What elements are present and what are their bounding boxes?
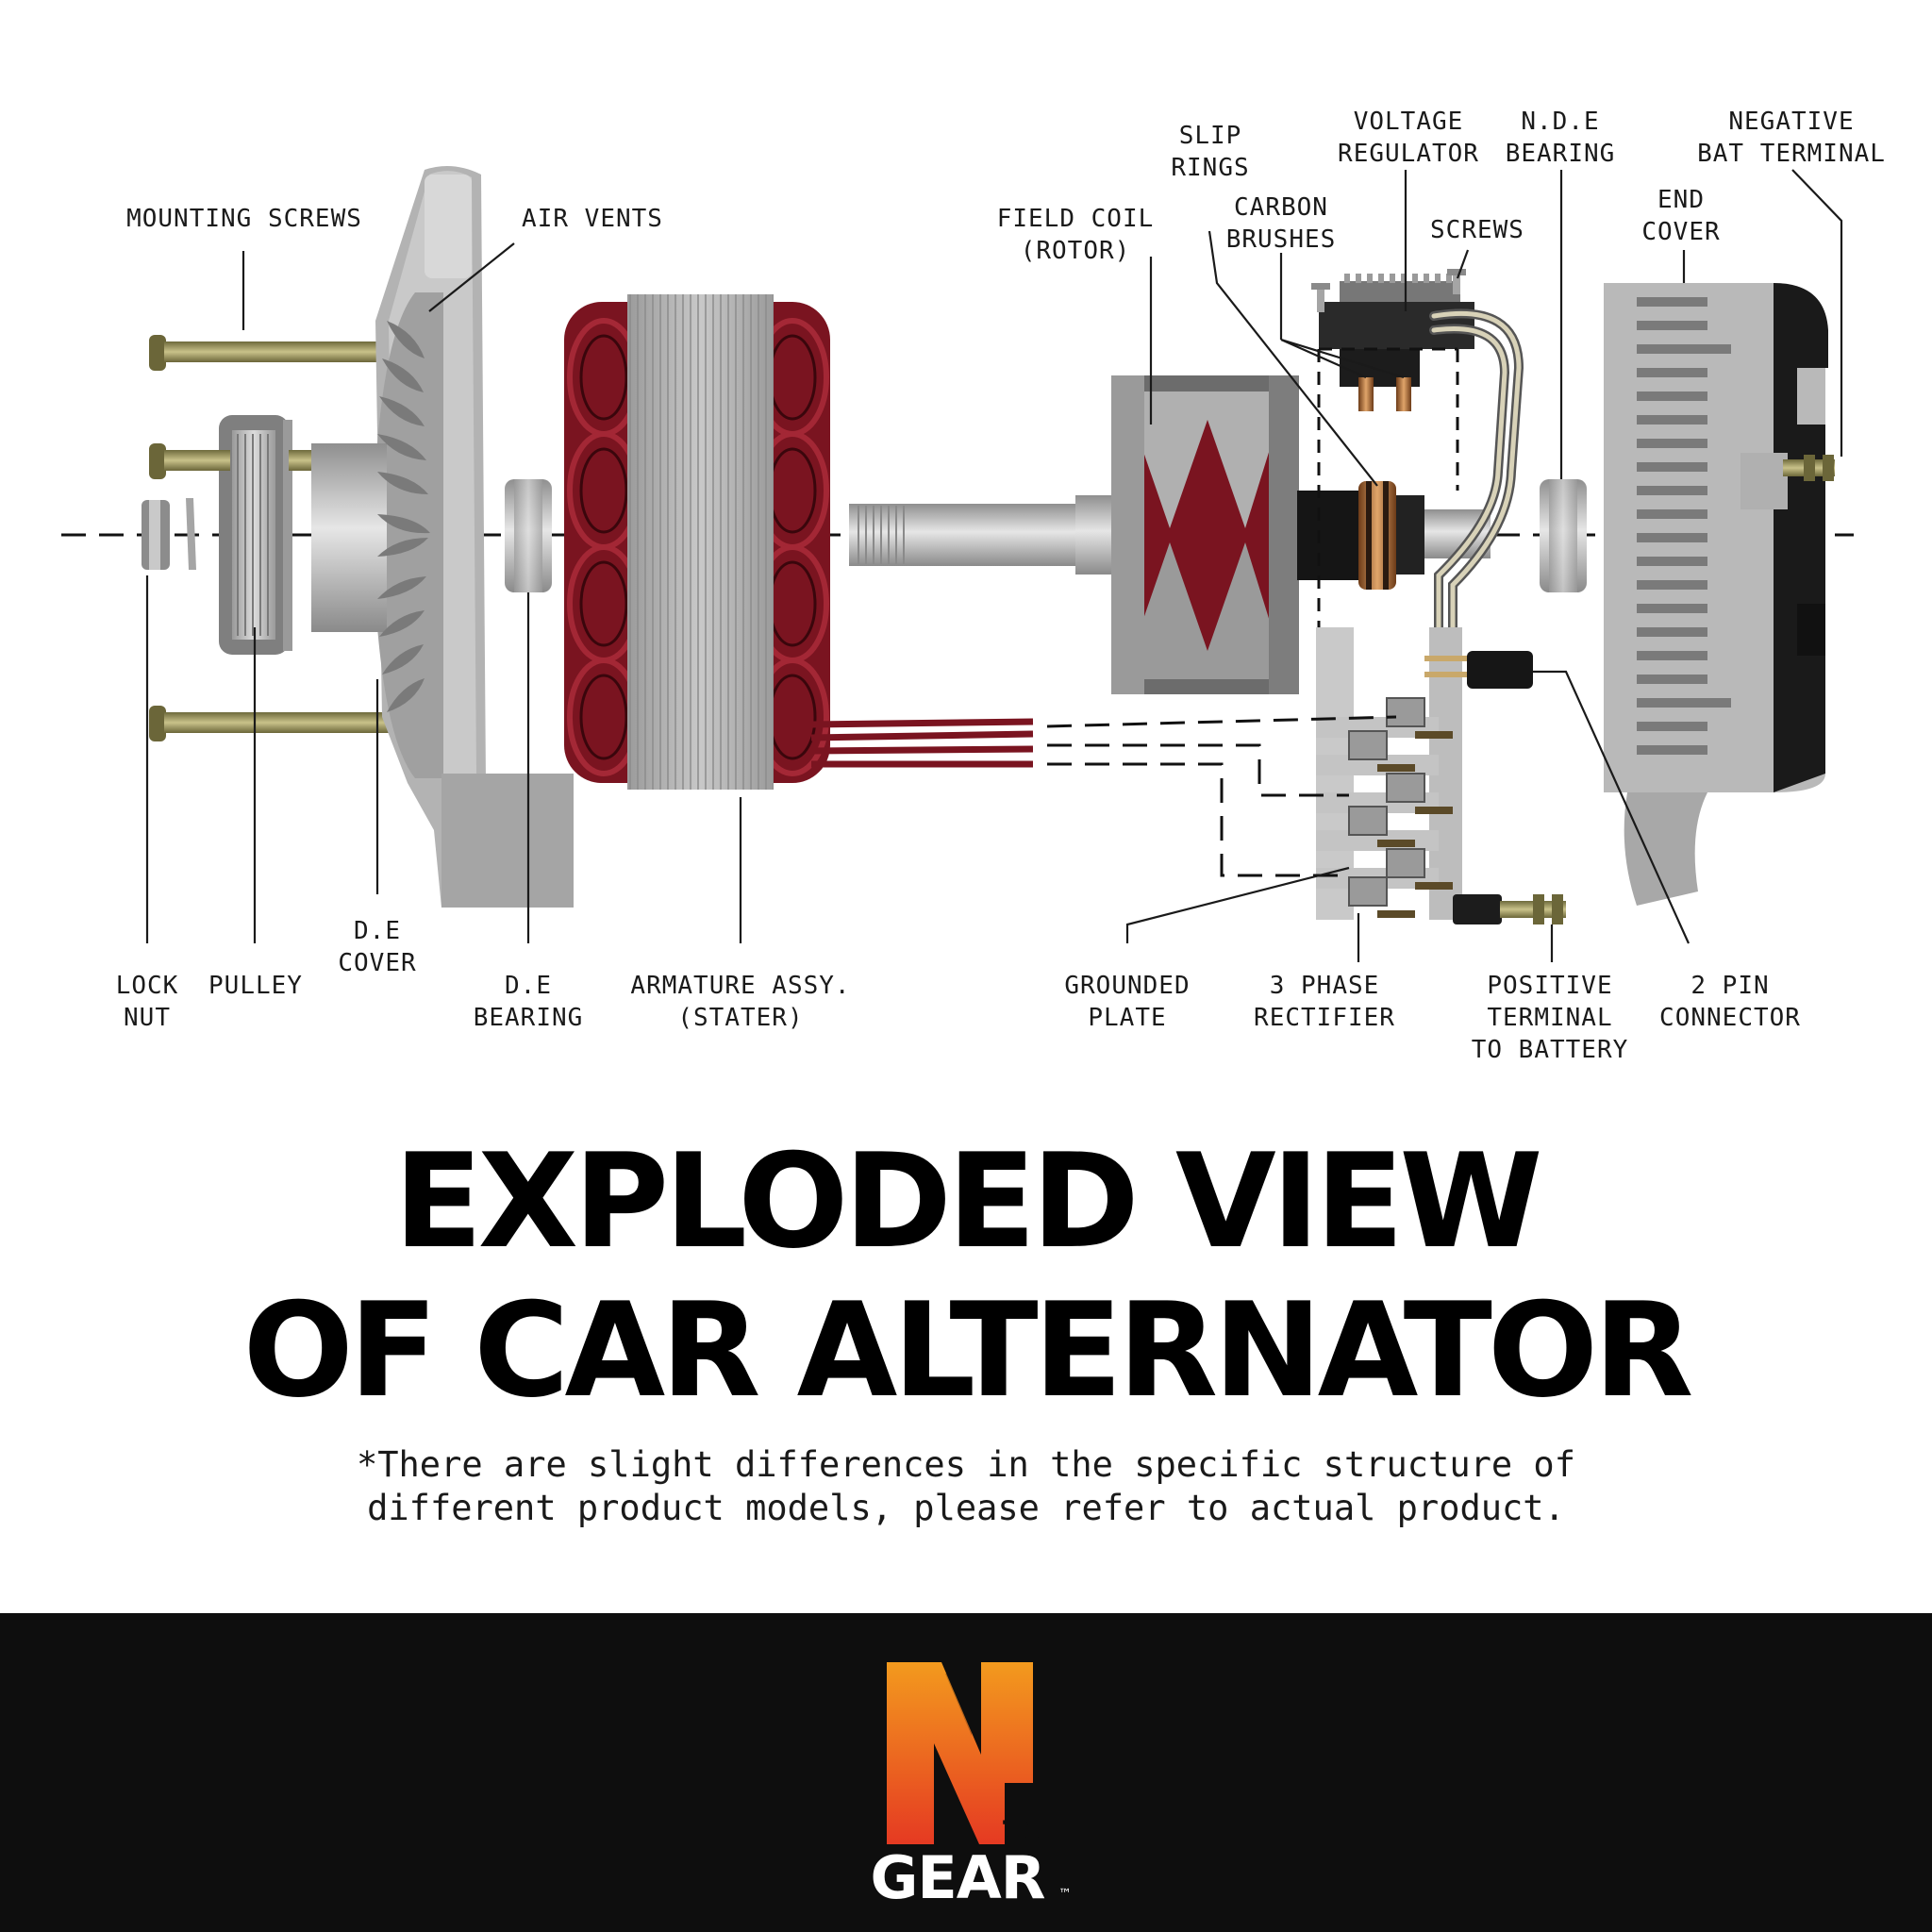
label-voltage-regulator-line2: REGULATOR (1338, 140, 1479, 168)
label-positive-line2: TERMINAL (1487, 1004, 1612, 1032)
label-end-cover-line1: END (1657, 186, 1705, 214)
page-title: EXPLODED VIEW OF CAR ALTERNATOR (0, 1127, 1932, 1425)
label-rectifier-line1: 3 PHASE (1270, 972, 1380, 1000)
label-grounded-plate-line2: PLATE (1088, 1004, 1166, 1032)
de-bearing (505, 479, 552, 592)
note-line-1: *There are slight differences in the spe… (356, 1444, 1575, 1485)
label-carbon-brushes-line2: BRUSHES (1226, 225, 1337, 254)
nth-gear-logo: th GEAR ™ (871, 1662, 1072, 1906)
logo-n-mark (887, 1662, 1033, 1844)
label-pulley: PULLEY (208, 972, 303, 1000)
armature-stator (564, 294, 1034, 790)
label-mounting-screws: MOUNTING SCREWS (126, 205, 362, 233)
nde-bearing (1540, 479, 1587, 592)
carbon-brushes (1358, 377, 1411, 411)
label-positive-line3: TO BATTERY (1472, 1036, 1629, 1064)
label-positive-line1: POSITIVE (1487, 972, 1612, 1000)
rotor-field-coil (849, 375, 1491, 694)
label-air-vents: AIR VENTS (522, 205, 663, 233)
label-armature-line2: (STATER) (677, 1004, 803, 1032)
label-de-cover-line2: COVER (338, 949, 416, 977)
label-de-cover-line1: D.E (354, 917, 401, 945)
regulator-wires (1429, 308, 1524, 656)
label-two-pin-line2: CONNECTOR (1659, 1004, 1801, 1032)
label-lock-nut-line1: LOCK (116, 972, 179, 1000)
label-grounded-plate-line1: GROUNDED (1064, 972, 1190, 1000)
note-line-2: different product models, please refer t… (367, 1488, 1565, 1528)
label-de-bearing-line1: D.E (505, 972, 552, 1000)
label-negative-bat-line2: BAT TERMINAL (1697, 140, 1886, 168)
three-phase-rectifier (1316, 627, 1462, 920)
label-lock-nut-line2: NUT (124, 1004, 171, 1032)
leader-lines (145, 169, 1843, 962)
logo-trademark: ™ (1058, 1887, 1072, 1902)
stator-lead-lines (1046, 715, 1397, 877)
label-de-bearing-line2: BEARING (474, 1004, 584, 1032)
logo-superscript: th (1003, 1808, 1041, 1846)
label-slip-rings-line2: RINGS (1171, 154, 1249, 182)
label-carbon-brushes-line1: CARBON (1234, 193, 1328, 222)
logo-wordmark: GEAR (871, 1843, 1045, 1906)
title-line-2: OF CAR ALTERNATOR (242, 1274, 1694, 1426)
positive-terminal (1453, 894, 1566, 924)
title-line-1: EXPLODED VIEW (393, 1125, 1542, 1277)
label-negative-bat-line1: NEGATIVE (1728, 108, 1854, 136)
label-nde-bearing-line2: BEARING (1506, 140, 1616, 168)
label-slip-rings-line1: SLIP (1179, 122, 1242, 150)
end-cover (1604, 283, 1828, 906)
label-field-coil-line1: FIELD COIL (997, 205, 1155, 233)
label-voltage-regulator-line1: VOLTAGE (1354, 108, 1464, 136)
disclaimer-note: *There are slight differences in the spe… (0, 1443, 1932, 1530)
negative-bat-terminal (1783, 455, 1835, 481)
lock-nut (142, 498, 196, 570)
pulley (219, 415, 292, 655)
label-field-coil-line2: (ROTOR) (1021, 237, 1131, 265)
label-end-cover-line2: COVER (1641, 218, 1720, 246)
regulator-guide-lines (1317, 347, 1459, 651)
label-two-pin-line1: 2 PIN (1690, 972, 1769, 1000)
label-screws: SCREWS (1430, 216, 1524, 244)
alternator-exploded-diagram: MOUNTING SCREWS AIR VENTS FIELD COIL (RO… (61, 108, 1886, 1064)
de-cover (311, 166, 574, 908)
label-armature-line1: ARMATURE ASSY. (630, 972, 850, 1000)
label-nde-bearing-line1: N.D.E (1521, 108, 1599, 136)
labels: MOUNTING SCREWS AIR VENTS FIELD COIL (RO… (116, 108, 1886, 1064)
label-rectifier-line2: RECTIFIER (1254, 1004, 1395, 1032)
regulator-screws (1311, 269, 1466, 312)
two-pin-connector-part (1424, 651, 1533, 689)
